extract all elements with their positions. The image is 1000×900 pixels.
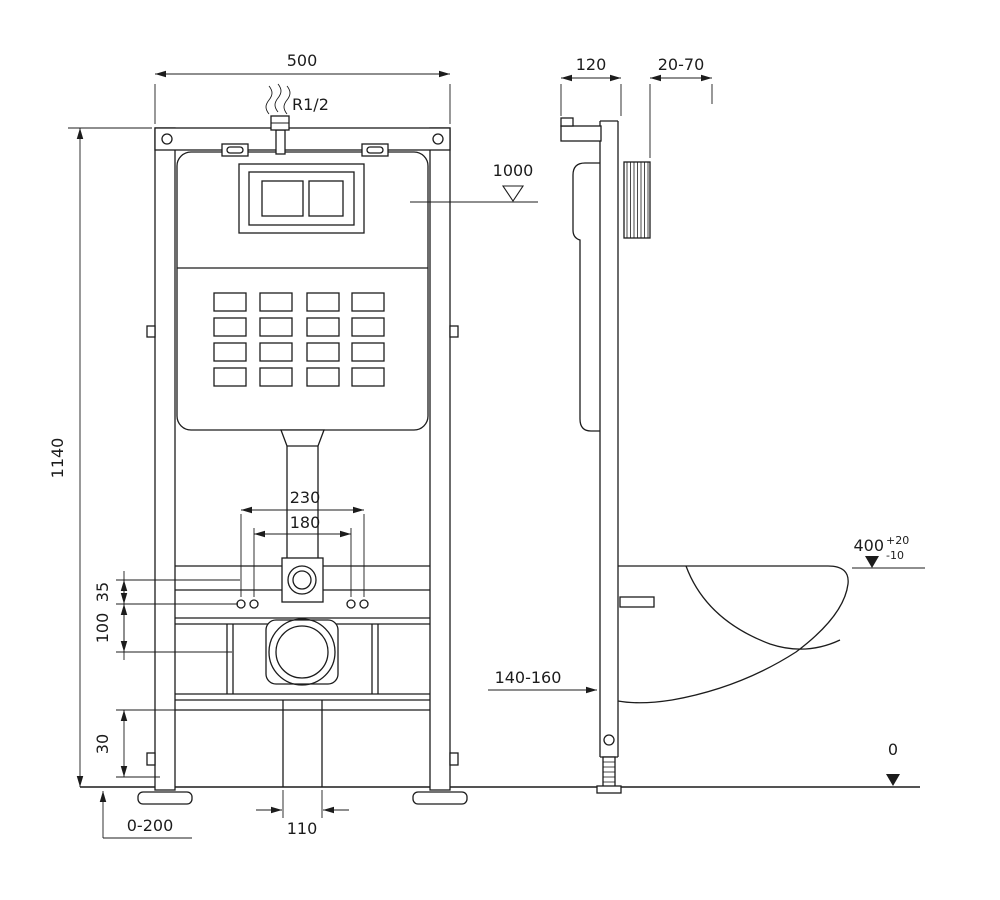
dim-holes-outer-label: 230 <box>290 488 321 507</box>
frame-feet <box>137 752 468 805</box>
corner-screw-icon <box>161 133 173 145</box>
flush-assembly <box>175 429 430 787</box>
foot-pin-hole <box>603 734 615 746</box>
foot-lock-nub <box>146 752 156 766</box>
side-foot <box>596 756 622 794</box>
water-supply-squiggle-icon <box>274 83 282 113</box>
cistern-side-profile <box>572 162 600 432</box>
dim-outlet-width-label: 110 <box>287 819 318 838</box>
water-supply-squiggle-icon <box>265 85 273 115</box>
dim-wall-distance-label: 20-70 <box>658 55 705 74</box>
level-triangle-icon <box>886 774 900 786</box>
dim-holes-230: 230 <box>240 488 365 597</box>
dim-height-label: 1140 <box>48 438 67 479</box>
drain-height-label: 140-160 <box>495 668 562 687</box>
dim-offset-100-label: 100 <box>93 613 112 644</box>
dim-offset-30-label: 30 <box>93 734 112 754</box>
floor-level-0: 0 <box>886 740 900 786</box>
dim-wall-20-70: 20-70 <box>649 55 713 158</box>
water-height-label: 1000 <box>493 161 534 180</box>
dim-height-1140: 1140 <box>48 127 152 787</box>
dim-holes-inner-label: 180 <box>290 513 321 532</box>
level-triangle-icon <box>865 556 879 568</box>
rim-height-400: 400 +20 -10 <box>852 534 925 569</box>
water-inlet <box>265 83 291 155</box>
access-panel <box>238 163 365 234</box>
wall-bracket <box>560 117 602 142</box>
level-triangle-icon <box>501 185 525 202</box>
rim-height-label: 400 <box>853 536 884 555</box>
drain-outlet <box>265 618 339 686</box>
flush-button-large <box>261 180 304 217</box>
dimensions-side: 120 20-70 1000 400 +20 -10 140-160 0 <box>410 55 925 786</box>
side-view <box>560 117 849 794</box>
dim-outlet-110: 110 <box>256 790 349 838</box>
foot-plate <box>137 791 193 805</box>
wall-anchor-nub <box>449 325 459 338</box>
front-view <box>137 83 468 805</box>
dim-floor-adjust-0-200: 0-200 <box>99 791 192 839</box>
wall-anchor-nub <box>146 325 156 338</box>
corner-screw-icon <box>432 133 444 145</box>
rim-tol-minus-label: -10 <box>886 549 904 562</box>
dim-offset-35-label: 35 <box>93 582 112 602</box>
dim-offsets-35-100: 35 100 <box>93 571 240 660</box>
flush-pipe-collar <box>280 429 325 447</box>
foot-plate <box>412 791 468 805</box>
floor-level-label: 0 <box>888 740 898 759</box>
mounting-tabs <box>221 143 389 157</box>
rim-tol-plus-label: +20 <box>886 534 909 547</box>
dim-width-label: 500 <box>287 51 318 70</box>
water-supply-squiggle-icon <box>283 85 291 115</box>
toilet-bowl-profile <box>617 565 849 704</box>
water-level-1000: 1000 <box>410 161 538 203</box>
flush-button-small <box>308 180 344 217</box>
dimensions-front: 500 R1/2 1140 230 180 35 <box>48 51 451 839</box>
foot-lock-nub <box>449 752 459 766</box>
fixing-hole <box>236 599 246 609</box>
cistern-tank <box>176 151 429 431</box>
dim-depth-120: 120 <box>560 55 622 116</box>
fixing-hole <box>346 599 356 609</box>
tank-pattern-grid <box>213 292 385 387</box>
dim-offset-30: 30 <box>93 709 178 778</box>
fixing-hole <box>249 599 259 609</box>
dim-width-500: 500 <box>154 51 451 124</box>
bowl-mounting-bar <box>619 596 655 608</box>
side-rail <box>599 120 619 758</box>
fixing-hole <box>359 599 369 609</box>
dim-floor-adjust-label: 0-200 <box>127 816 174 835</box>
dim-drain-140-160: 140-160 <box>488 668 597 694</box>
dim-holes-180: 180 <box>253 513 352 597</box>
dim-depth-label: 120 <box>576 55 607 74</box>
adjustment-sleeve <box>623 161 651 239</box>
inlet-size-label: R1/2 <box>292 95 329 114</box>
